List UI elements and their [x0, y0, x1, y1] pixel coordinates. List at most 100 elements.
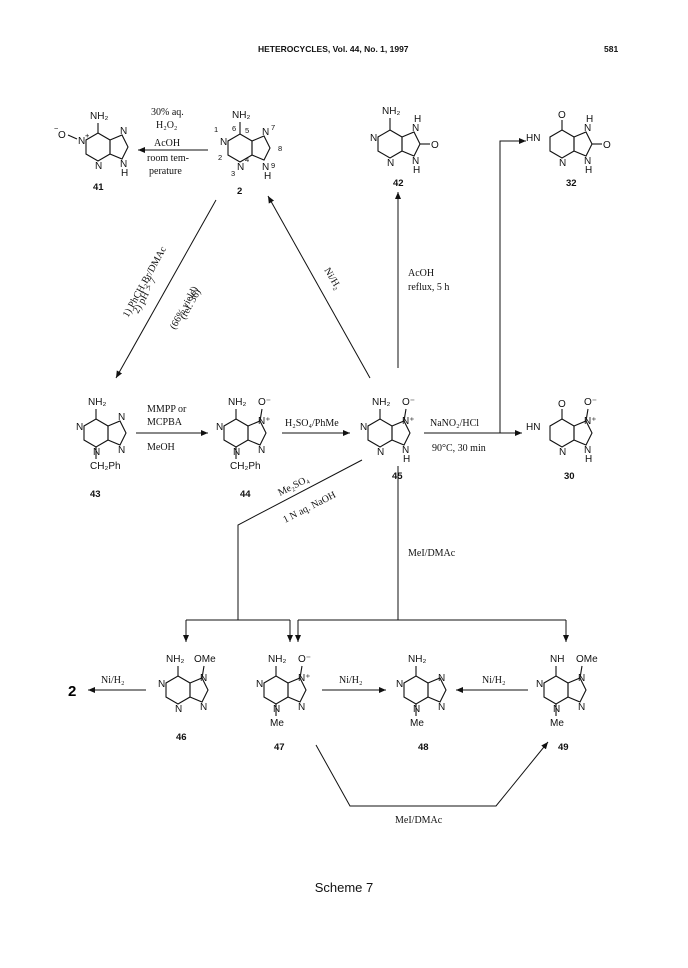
position-number: 2 [218, 153, 222, 162]
svg-text:−: − [54, 124, 59, 133]
atom-label: N [578, 673, 585, 684]
atom-label: NH₂ [382, 106, 400, 117]
atom-label: H [414, 114, 421, 125]
atom-label: O [58, 130, 66, 141]
reagents-2-to-43: 1) PhCH₂Br/DMAc 2) pH > 7 (66% yield) (r… [121, 244, 204, 331]
reagent-45-to-2: Ni/H₂ [321, 266, 343, 292]
atom-label: Me [270, 718, 284, 729]
position-number: 7 [271, 123, 275, 132]
atom-label: N [396, 679, 403, 690]
atom-label: N [220, 137, 227, 148]
compound-47: NH₂ O⁻ N N N⁺ N Me 47 [256, 654, 311, 753]
position-number: 8 [278, 144, 282, 153]
compound-30: O O⁻ HN N N⁺ N H 30 [526, 397, 597, 482]
compound-number: 47 [274, 742, 285, 753]
atom-label: N [438, 702, 445, 713]
compound-number: 41 [93, 182, 104, 193]
svg-text:AcOH: AcOH [154, 138, 180, 149]
atom-label: N [559, 447, 566, 458]
svg-text:MMPP or: MMPP or [147, 404, 187, 415]
compound-number: 42 [393, 178, 404, 189]
atom-label: N [200, 673, 207, 684]
atom-label: N⁺ [298, 673, 311, 684]
position-number: 6 [232, 124, 236, 133]
atom-label: N [578, 702, 585, 713]
reagent-44-to-45: H₂SO₄/PhMe [285, 418, 339, 429]
atom-label: HN [526, 133, 540, 144]
compound-42: NH₂ N N N H N H O 42 [370, 106, 439, 189]
compound-46: NH₂ OMe N N N N 46 [158, 654, 216, 743]
atom-label: O [558, 399, 566, 410]
atom-label: N⁺ [258, 416, 271, 427]
svg-text:NaNO₂/HCl: NaNO₂/HCl [430, 418, 479, 429]
position-number: 5 [245, 126, 249, 135]
product-compound-2: 2 [68, 683, 76, 700]
atom-label: N [258, 445, 265, 456]
atom-label: N [559, 158, 566, 169]
atom-label: N [118, 445, 125, 456]
scheme-caption: Scheme 7 [314, 880, 374, 895]
atom-label: N [584, 156, 591, 167]
atom-label: N [233, 447, 240, 458]
atom-label: N [216, 422, 223, 433]
compound-32: O HN N N H N H O 32 [526, 110, 611, 189]
atom-label: H [585, 454, 592, 465]
atom-label: OMe [194, 654, 216, 665]
compound-number: 43 [90, 489, 101, 500]
atom-label: NH₂ [90, 111, 108, 122]
atom-label: N [412, 123, 419, 134]
position-number: 3 [231, 169, 235, 178]
compound-number: 48 [418, 742, 429, 753]
reagents-43-to-44: MMPP or MCPBA MeOH [147, 404, 187, 453]
compound-41: NH₂ N + O − N N N H 41 [54, 111, 129, 193]
atom-label: O [558, 110, 566, 121]
journal-citation: HETEROCYCLES, Vol. 44, No. 1, 1997 [258, 44, 409, 54]
atom-label: N [553, 704, 560, 715]
reagent-46-to-2: Ni/H₂ [101, 675, 125, 686]
svg-text:+: + [85, 131, 90, 140]
atom-label: NH₂ [372, 397, 390, 408]
atom-label: NH₂ [88, 397, 106, 408]
atom-label: N [95, 161, 102, 172]
svg-text:perature: perature [149, 166, 182, 177]
reagents-45-to-30: NaNO₂/HCl 90°C, 30 min [430, 418, 486, 454]
atom-label: N⁺ [402, 416, 415, 427]
compound-2: NH₂ N N N N H 1 2 3 4 5 6 7 8 9 2 [214, 110, 282, 197]
atom-label: N [298, 702, 305, 713]
atom-label: O⁻ [258, 397, 271, 408]
atom-label: N [413, 704, 420, 715]
compound-43: NH₂ N N N N CH₂Ph 43 [76, 397, 127, 500]
compound-44: NH₂ O⁻ N N N⁺ N CH₂Ph 44 [216, 397, 271, 500]
atom-label: NH₂ [408, 654, 426, 665]
compound-number: 46 [176, 732, 187, 743]
atom-label: N [256, 679, 263, 690]
svg-text:30% aq.: 30% aq. [151, 107, 184, 118]
atom-label: O [603, 140, 611, 151]
svg-text:reflux, 5 h: reflux, 5 h [408, 282, 449, 293]
reagent-47-to-49: MeI/DMAc [395, 815, 443, 826]
atom-label: N [120, 159, 127, 170]
position-number: 9 [271, 161, 275, 170]
atom-label: HN [526, 422, 540, 433]
atom-label: NH₂ [166, 654, 184, 665]
atom-label: NH [550, 654, 564, 665]
svg-text:1) PhCH₂Br/DMAc: 1) PhCH₂Br/DMAc [121, 244, 169, 319]
atom-label: Me [410, 718, 424, 729]
atom-label: O⁻ [402, 397, 415, 408]
atom-label: H [121, 168, 128, 179]
atom-label: N [262, 162, 269, 173]
atom-label: N [118, 412, 125, 423]
svg-text:H₂O₂: H₂O₂ [156, 120, 177, 131]
svg-text:room tem-: room tem- [147, 153, 189, 164]
atom-label: N⁺ [584, 416, 597, 427]
atom-label: H [264, 171, 271, 182]
reagent-45-to-47-49: MeI/DMAc [408, 548, 456, 559]
compound-number: 2 [237, 186, 242, 197]
page-number: 581 [604, 44, 619, 54]
atom-label: N [584, 123, 591, 134]
atom-label: N [360, 422, 367, 433]
running-header: HETEROCYCLES, Vol. 44, No. 1, 1997 581 [0, 44, 688, 58]
compound-48: NH₂ N N N N Me 48 [396, 654, 447, 753]
